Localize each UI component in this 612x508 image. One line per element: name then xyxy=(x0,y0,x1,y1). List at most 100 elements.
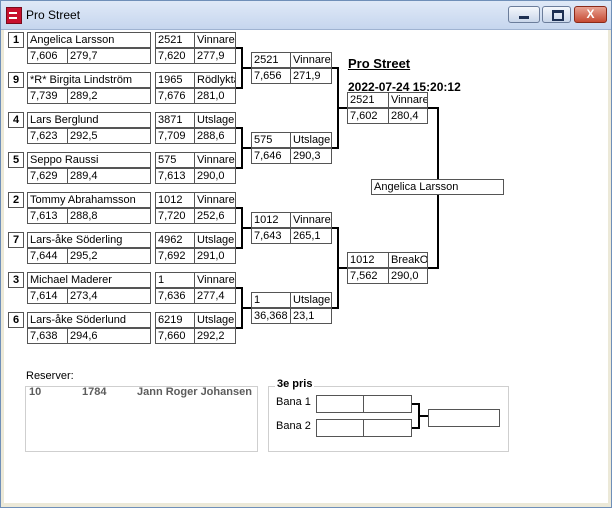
race-status: Utslagen xyxy=(194,232,236,248)
elapsed-time: 36,368 xyxy=(251,308,291,324)
bracket-connector xyxy=(241,307,252,309)
speed: 294,6 xyxy=(67,328,151,344)
seed-number: 6 xyxy=(8,312,24,328)
reserves-label: Reserver: xyxy=(24,370,76,382)
seed-number: 9 xyxy=(8,72,24,88)
speed: 277,9 xyxy=(194,48,236,64)
bracket-connector xyxy=(332,227,339,229)
close-button[interactable]: X xyxy=(574,6,607,23)
reaction-time: 7,606 xyxy=(27,48,68,64)
reaction-time: 7,644 xyxy=(27,248,68,264)
car-number: 1 xyxy=(155,272,195,288)
speed: 23,1 xyxy=(290,308,332,324)
reserves-group xyxy=(25,386,258,452)
elapsed-time: 7,636 xyxy=(155,288,195,304)
speed: 271,9 xyxy=(290,68,332,84)
elapsed-time: 7,709 xyxy=(155,128,195,144)
car-number: 2521 xyxy=(155,32,195,48)
bracket-connector xyxy=(241,67,252,69)
race-status: Vinnare xyxy=(290,52,332,68)
car-number: 1012 xyxy=(347,252,389,268)
car-number: 1 xyxy=(251,292,291,308)
speed: 279,7 xyxy=(67,48,151,64)
reaction-time: 7,739 xyxy=(27,88,68,104)
seed-number: 4 xyxy=(8,112,24,128)
third-place-connector xyxy=(418,415,428,417)
seed-number: 2 xyxy=(8,192,24,208)
elapsed-time: 7,676 xyxy=(155,88,195,104)
lane1-result[interactable] xyxy=(363,395,412,413)
car-number: 2521 xyxy=(347,92,389,108)
car-number: 1012 xyxy=(251,212,291,228)
reaction-time: 7,614 xyxy=(27,288,68,304)
car-number: 4962 xyxy=(155,232,195,248)
elapsed-time: 7,646 xyxy=(251,148,291,164)
speed: 292,2 xyxy=(194,328,236,344)
bracket-connector xyxy=(332,307,339,309)
car-number: 2521 xyxy=(251,52,291,68)
bracket-connector xyxy=(236,247,243,249)
speed: 292,5 xyxy=(67,128,151,144)
race-status: Vinnare xyxy=(388,92,428,108)
reserve-number: 10 xyxy=(29,386,42,398)
speed: 290,0 xyxy=(194,168,236,184)
bracket-connector xyxy=(236,47,243,49)
bracket-connector xyxy=(236,327,243,329)
car-number: 575 xyxy=(251,132,291,148)
race-status: Vinnare xyxy=(194,32,236,48)
bracket-connector xyxy=(236,287,243,289)
speed: 290,0 xyxy=(388,268,428,284)
driver-name[interactable]: Lars-åke Söderling xyxy=(27,232,151,248)
third-place-connector xyxy=(412,427,420,429)
bracket-connector xyxy=(236,167,243,169)
driver-name[interactable]: Lars Berglund xyxy=(27,112,151,128)
driver-name[interactable]: Michael Maderer xyxy=(27,272,151,288)
third-place-group xyxy=(268,386,509,452)
seed-number: 3 xyxy=(8,272,24,288)
third-place-winner[interactable] xyxy=(428,409,500,427)
final-winner[interactable]: Angelica Larsson xyxy=(371,179,504,195)
lane2-driver[interactable] xyxy=(316,419,364,437)
bracket-connector xyxy=(236,127,243,129)
lane1-driver[interactable] xyxy=(316,395,364,413)
car-number: 1965 xyxy=(155,72,195,88)
driver-name[interactable]: *R* Birgita Lindström xyxy=(27,72,151,88)
reaction-time: 7,623 xyxy=(27,128,68,144)
driver-name[interactable]: Tommy Abrahamsson xyxy=(27,192,151,208)
elapsed-time: 7,656 xyxy=(251,68,291,84)
car-number: 3871 xyxy=(155,112,195,128)
speed: 290,3 xyxy=(290,148,332,164)
seed-number: 7 xyxy=(8,232,24,248)
elapsed-time: 7,602 xyxy=(347,108,389,124)
speed: 281,0 xyxy=(194,88,236,104)
car-number: 1012 xyxy=(155,192,195,208)
driver-name[interactable]: Seppo Raussi xyxy=(27,152,151,168)
race-status: Utslagen xyxy=(194,112,236,128)
lane2-result[interactable] xyxy=(363,419,412,437)
maximize-button[interactable] xyxy=(542,6,571,23)
driver-name[interactable]: Lars-åke Söderlund xyxy=(27,312,151,328)
seed-number: 5 xyxy=(8,152,24,168)
bracket-connector xyxy=(337,267,347,269)
lane2-label: Bana 2 xyxy=(276,420,311,432)
bracket-connector xyxy=(332,147,339,149)
bracket-connector xyxy=(337,107,347,109)
bracket-connector xyxy=(236,207,243,209)
driver-name[interactable]: Angelica Larsson xyxy=(27,32,151,48)
speed: 265,1 xyxy=(290,228,332,244)
bracket-connector xyxy=(428,107,439,109)
race-status: Vinnare xyxy=(194,192,236,208)
event-title: Pro Street xyxy=(348,56,411,71)
title-bar[interactable]: Pro Street X xyxy=(1,1,611,30)
reaction-time: 7,629 xyxy=(27,168,68,184)
speed: 252,6 xyxy=(194,208,236,224)
lane1-label: Bana 1 xyxy=(276,396,311,408)
race-status: BreakOut xyxy=(388,252,428,268)
elapsed-time: 7,643 xyxy=(251,228,291,244)
race-status: Utslagen xyxy=(194,312,236,328)
elapsed-time: 7,562 xyxy=(347,268,389,284)
bracket-connector xyxy=(241,227,252,229)
minimize-button[interactable] xyxy=(508,6,540,23)
race-status: Utslagen xyxy=(290,292,332,308)
app-icon xyxy=(6,7,22,24)
